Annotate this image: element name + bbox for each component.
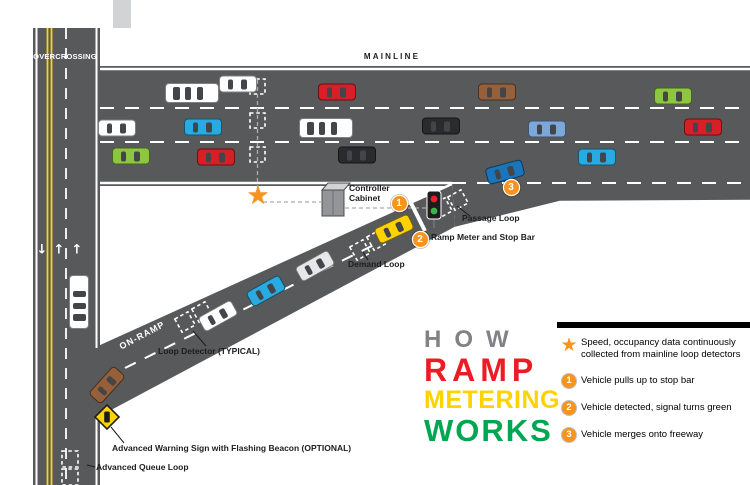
green-car: [112, 147, 150, 165]
queue-loop: [61, 450, 79, 468]
signal-red-light: [430, 195, 438, 203]
arrow-up-icon: ↑: [53, 242, 65, 258]
controller-cabinet-label: Controller Cabinet: [349, 183, 390, 203]
brown-car: [478, 83, 516, 101]
black-car: [422, 117, 460, 135]
loop-detector-label: Loop Detector (TYPICAL): [158, 346, 260, 356]
legend-item-text: Vehicle pulls up to stop bar: [581, 374, 695, 386]
overcrossing-markings: [35, 28, 98, 485]
on-ramp-road: [95, 184, 560, 420]
title-how: HOW: [424, 326, 522, 353]
overcrossing-label: OVERCROSSING: [33, 52, 97, 61]
warning-sign: [93, 403, 121, 431]
title-ramp: RAMP: [424, 352, 539, 388]
legend-item-star: ★ Speed, occupancy data continuously col…: [557, 336, 750, 361]
passage-loop-label: Passage Loop: [462, 213, 520, 223]
advanced-warning-sign-label: Advanced Warning Sign with Flashing Beac…: [112, 443, 352, 453]
stop-bar: [408, 200, 427, 232]
red-car: [684, 118, 722, 136]
signal-green-light: [430, 207, 438, 215]
arrow-up-icon: ↑: [71, 242, 83, 258]
arrow-down-icon: ↓: [36, 242, 48, 258]
road-stub: [113, 0, 131, 28]
legend-item-text: Vehicle merges onto freeway: [581, 428, 703, 440]
white-car: [98, 119, 136, 137]
data-connector-lines: [256, 80, 426, 209]
step-3-badge: 3: [562, 427, 576, 442]
step-2-badge: 2: [562, 400, 576, 415]
callout-3: 3: [503, 179, 519, 195]
controller-cabinet: [320, 182, 352, 217]
advanced-queue-loop-label: Advanced Queue Loop: [96, 462, 189, 472]
legend-item-text: Vehicle detected, signal turns green: [581, 401, 732, 413]
legend-item-3: 3 Vehicle merges onto freeway: [557, 427, 750, 442]
mainline-data-star-icon: ★: [246, 181, 270, 211]
red-car: [197, 148, 235, 166]
ramp-loop: [173, 310, 197, 334]
cyan-car: [184, 118, 222, 136]
label-leader-lines: [86, 205, 471, 468]
legend-item-text: Speed, occupancy data continuously colle…: [581, 337, 741, 360]
red-car: [318, 83, 356, 101]
green-car: [654, 87, 692, 105]
cyan-car: [578, 148, 616, 166]
legend-divider-bar: [557, 322, 750, 328]
callout-2: 2: [412, 231, 428, 247]
star-icon: ★: [560, 334, 578, 356]
title-metering: METERING: [424, 386, 560, 414]
white-bus: [165, 83, 219, 103]
legend-item-2: 2 Vehicle detected, signal turns green: [557, 400, 750, 415]
ramp-meter-label: Ramp Meter and Stop Bar: [431, 232, 535, 242]
mainline-loop: [249, 112, 266, 129]
black-car: [338, 146, 376, 164]
demand-loop: [348, 238, 372, 262]
white-van: [299, 118, 353, 138]
legend-item-1: 1 Vehicle pulls up to stop bar: [557, 373, 750, 388]
mainline-label: MAINLINE: [363, 52, 421, 61]
queue-loop: [61, 468, 79, 485]
passage-loop: [446, 188, 470, 212]
demand-loop-label: Demand Loop: [348, 259, 405, 269]
legend: ★ Speed, occupancy data continuously col…: [557, 322, 750, 442]
white-car: [219, 75, 257, 93]
road-markings: [94, 67, 750, 422]
callout-1: 1: [391, 195, 407, 211]
step-1-badge: 1: [562, 373, 576, 388]
lightblue-car: [528, 120, 566, 138]
infographic-title: HOW RAMP METERING WORKS: [424, 328, 560, 448]
demand-loop: [365, 228, 389, 252]
ramp-loop: [190, 300, 214, 324]
ramp-meter-signal: [426, 190, 442, 228]
title-works: WORKS: [424, 413, 553, 448]
